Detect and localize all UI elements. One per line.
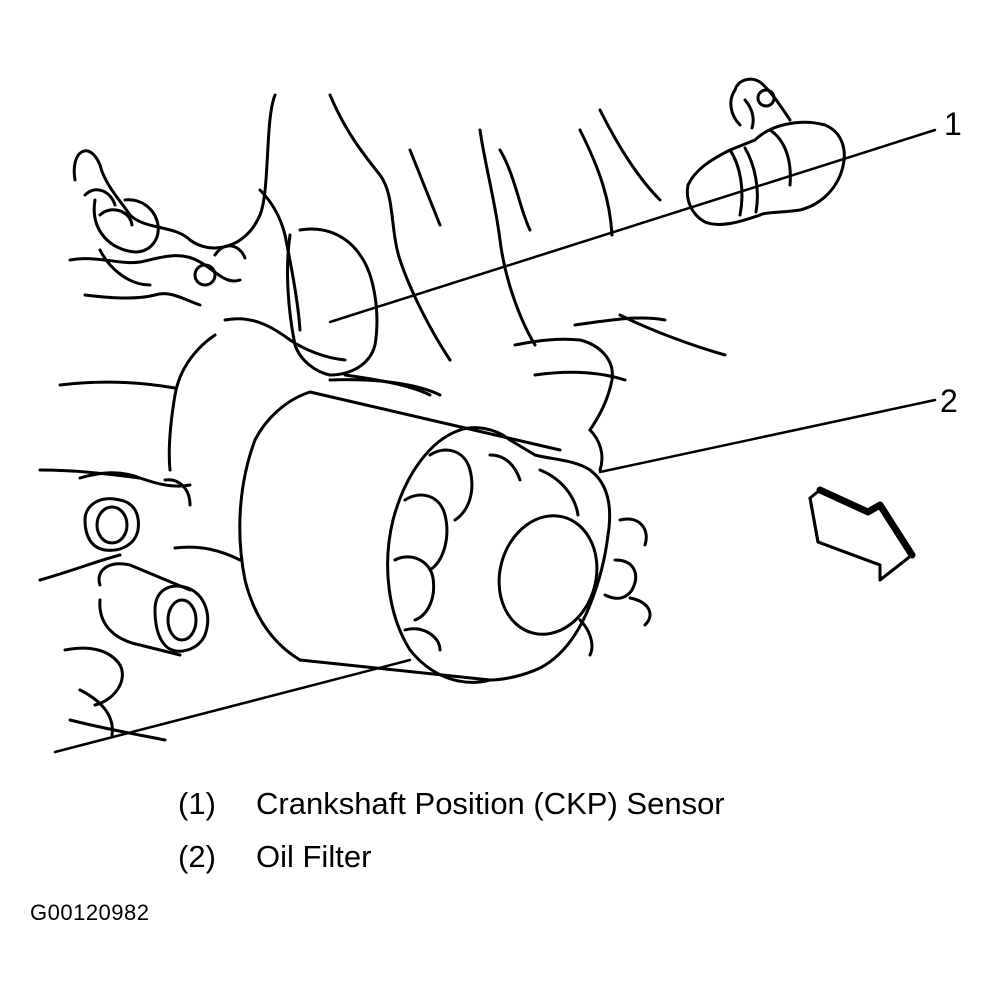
leader-line-filter-base <box>53 658 412 754</box>
engine-fittings <box>83 497 210 657</box>
leader-lines <box>53 128 937 754</box>
legend-item-2: (2) Oil Filter <box>178 841 371 872</box>
leader-line-1 <box>328 128 937 324</box>
direction-arrow-icon <box>808 486 916 582</box>
legend-number: (2) <box>178 839 216 874</box>
legend-number: (1) <box>178 786 216 821</box>
legend-label: Oil Filter <box>256 839 372 874</box>
callout-1: 1 <box>944 106 962 142</box>
ckp-sensor <box>685 77 846 226</box>
callout-2: 2 <box>940 383 958 419</box>
oil-filter <box>238 378 612 684</box>
figure-id: G00120982 <box>30 900 150 925</box>
leader-line-2 <box>598 398 937 474</box>
legend-label: Crankshaft Position (CKP) Sensor <box>256 786 725 821</box>
engine-diagram <box>38 77 937 754</box>
engine-block-outline <box>38 93 727 742</box>
legend-item-1: (1) Crankshaft Position (CKP) Sensor <box>178 788 725 819</box>
